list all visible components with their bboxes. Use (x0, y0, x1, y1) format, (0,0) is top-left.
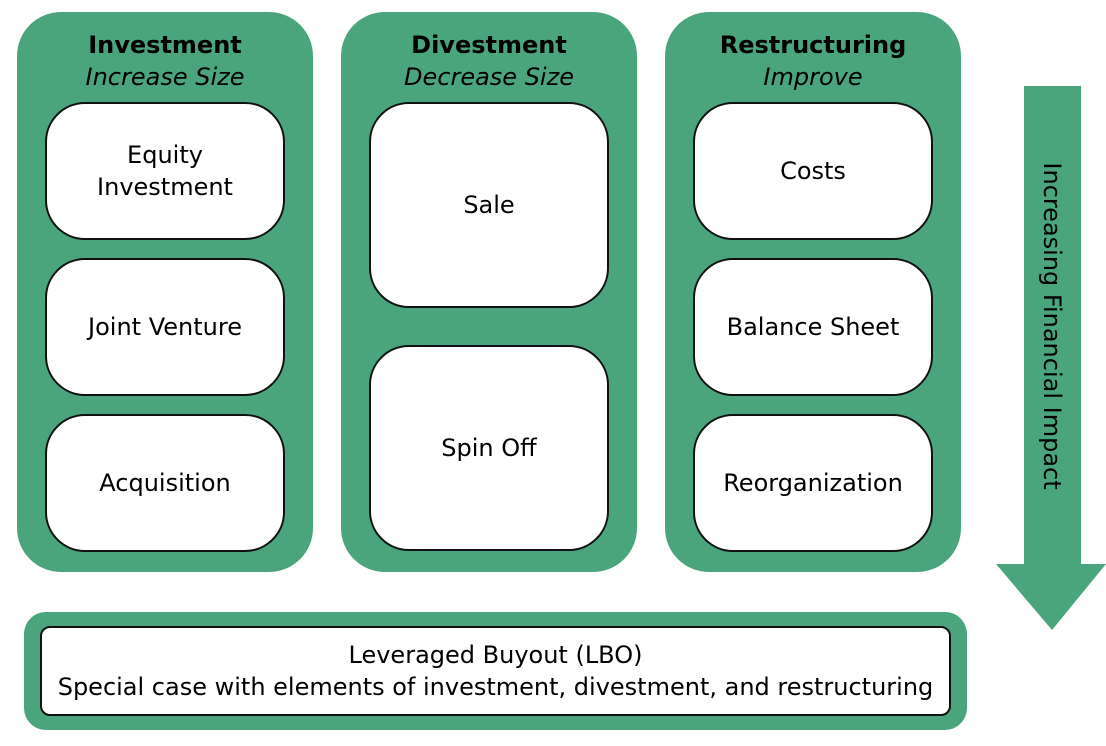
reorganization-box: Reorganization (693, 414, 933, 552)
sale-box: Sale (369, 102, 609, 308)
spin-off-box: Spin Off (369, 345, 609, 551)
column-subtitle: Decrease Size (404, 63, 574, 91)
column-subtitle: Increase Size (85, 63, 245, 91)
column-title: Investment (88, 31, 242, 59)
arrow-label: Increasing Financial Impact (1038, 162, 1066, 490)
restructuring-column: Restructuring Improve Costs Balance Shee… (665, 12, 961, 572)
acquisition-box: Acquisition (45, 414, 285, 552)
lbo-title: Leveraged Buyout (LBO) (348, 641, 643, 669)
divestment-column: Divestment Decrease Size Sale Spin Off (341, 12, 637, 572)
down-arrow-icon (996, 86, 1106, 630)
column-subtitle: Improve (763, 63, 863, 91)
lbo-description: Special case with elements of investment… (57, 673, 934, 701)
lbo-box: Leveraged Buyout (LBO) Special case with… (40, 626, 951, 716)
costs-box: Costs (693, 102, 933, 240)
investment-column: Investment Increase Size Equity Investme… (17, 12, 313, 572)
lbo-panel: Leveraged Buyout (LBO) Special case with… (24, 612, 967, 730)
column-title: Divestment (411, 31, 567, 59)
arrow-shape (996, 86, 1106, 630)
joint-venture-box: Joint Venture (45, 258, 285, 396)
equity-investment-box: Equity Investment (45, 102, 285, 240)
balance-sheet-box: Balance Sheet (693, 258, 933, 396)
column-title: Restructuring (719, 31, 907, 59)
